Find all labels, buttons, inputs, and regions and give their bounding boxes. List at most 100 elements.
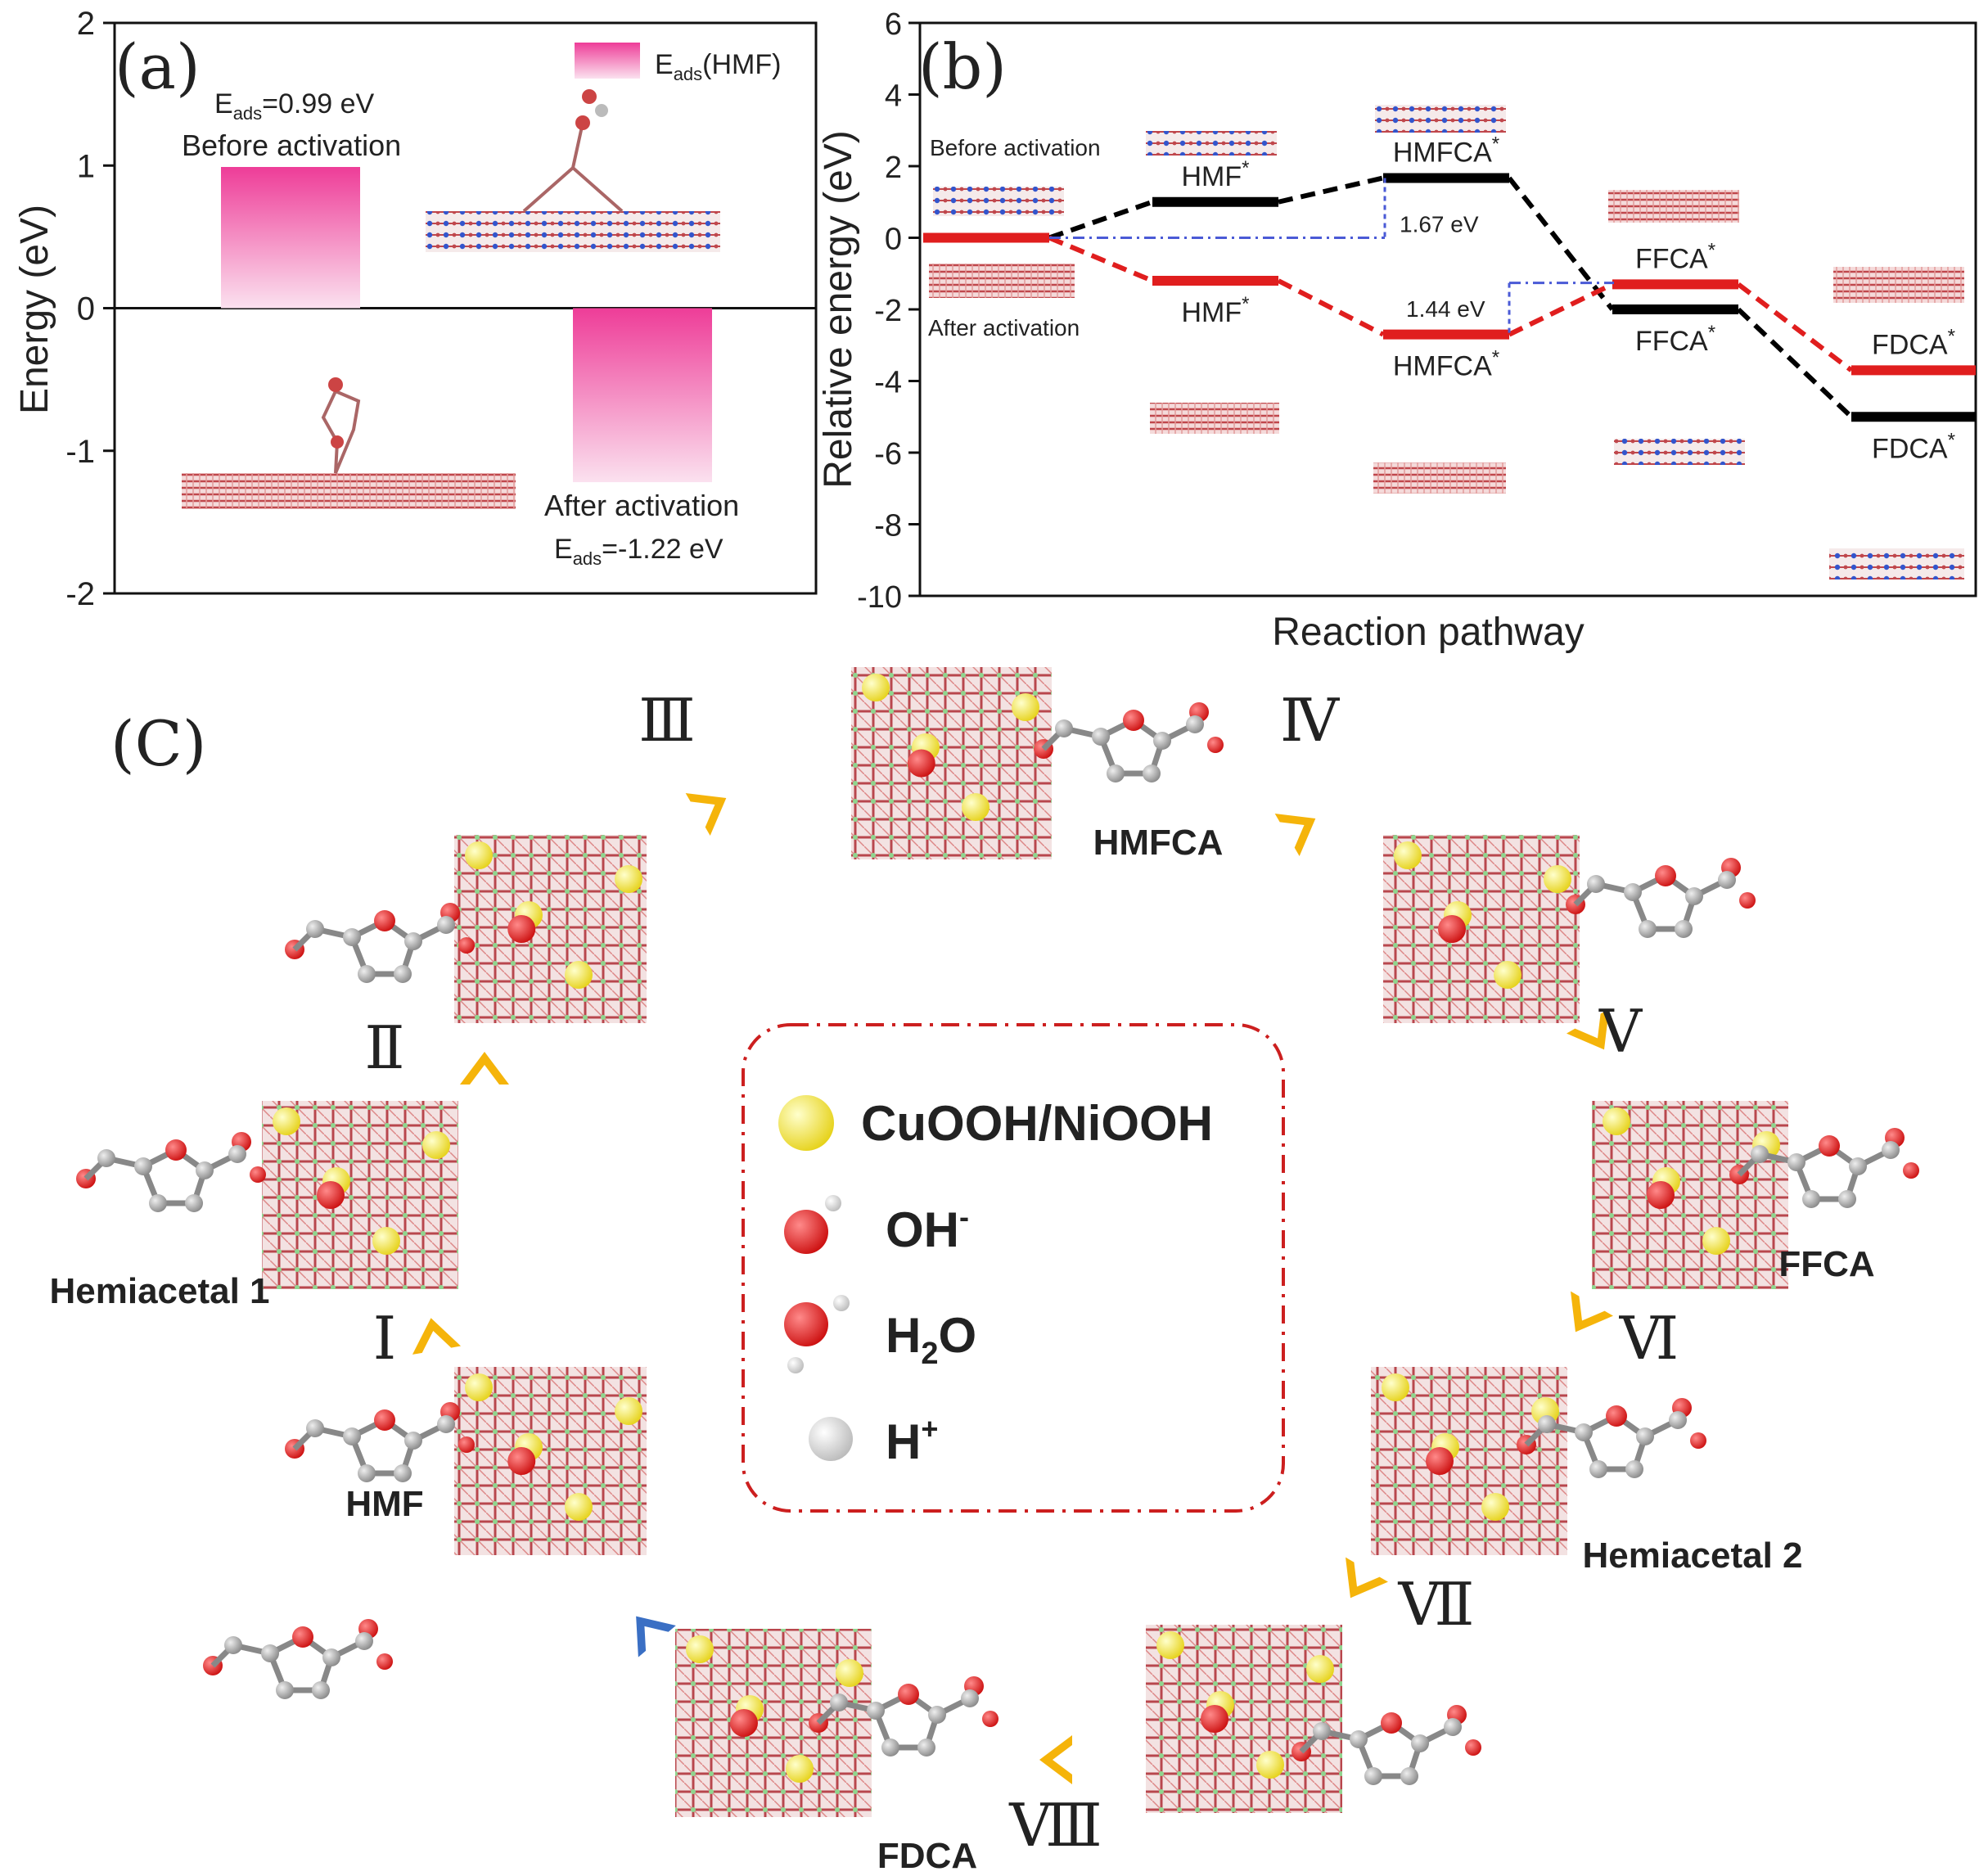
connector xyxy=(1048,235,1154,283)
panel-b-label: (b) xyxy=(918,30,1007,103)
y-tick-label: 6 xyxy=(885,7,902,42)
cuooh-atom xyxy=(422,1131,450,1159)
annotation: 1.67 eV xyxy=(1400,211,1479,237)
annotation-before-eads: Eads=0.99 eV xyxy=(214,88,375,124)
y-tick-label: 2 xyxy=(77,6,95,42)
cuooh-atom xyxy=(615,1397,642,1425)
cuooh-atom xyxy=(862,674,890,701)
cuooh-atom xyxy=(1012,693,1039,721)
cuooh-atom xyxy=(1481,1493,1509,1521)
cycle-chevron xyxy=(1571,1291,1613,1333)
oh-atom xyxy=(507,915,536,943)
level-label: FDCA* xyxy=(1872,429,1955,464)
panel-a-bar-chart: (a) 210-1-2 Energy (eV) Eads(HMF) Eads=0… xyxy=(13,6,818,612)
annotation-before-label: Before activation xyxy=(182,129,401,162)
legend-h: H+ xyxy=(886,1412,938,1469)
h-swatch xyxy=(809,1417,853,1461)
cuooh-atom xyxy=(1256,1751,1284,1779)
level-label: FFCA* xyxy=(1635,322,1715,357)
y-tick-label: 2 xyxy=(885,151,902,185)
step-label: Ⅷ xyxy=(1008,1791,1102,1860)
connector xyxy=(1507,176,1615,311)
cuooh-atom xyxy=(1156,1631,1184,1659)
cuooh-atom xyxy=(1544,865,1571,893)
cuooh-atom xyxy=(565,961,593,989)
y-tick-label: 0 xyxy=(77,291,95,327)
furan-molecule xyxy=(1292,1705,1481,1785)
y-tick-label: 1 xyxy=(77,148,95,184)
level-label: FFCA* xyxy=(1635,239,1715,274)
level-label: HMF* xyxy=(1182,293,1250,328)
legend-cuooh: CuOOH/NiOOH xyxy=(861,1096,1213,1151)
annotation: 1.44 eV xyxy=(1406,296,1485,322)
cuooh-atom xyxy=(1394,841,1422,869)
y-tick-label: -10 xyxy=(857,580,902,615)
y-tick-label: -1 xyxy=(65,434,95,470)
species-label: HMFCA xyxy=(1093,823,1224,863)
cuooh-atom xyxy=(372,1227,400,1255)
cycle-chevron xyxy=(1039,1735,1072,1784)
bar-after xyxy=(573,308,712,483)
inset-before-label: Before activation xyxy=(930,135,1101,160)
cycle-chevron xyxy=(1346,1557,1388,1599)
catalyst-slabs xyxy=(262,667,1788,1817)
panel-c-legend: CuOOH/NiOOH OH- H2O H+ xyxy=(742,1023,1285,1513)
cycle-chevron xyxy=(1567,1008,1609,1050)
annotation-after-label: After activation xyxy=(544,489,739,522)
furan-molecule xyxy=(1034,702,1224,782)
y-tick-label: -2 xyxy=(65,576,95,612)
panel-b-x-axis-label: Reaction pathway xyxy=(1272,611,1585,654)
cuooh-atom xyxy=(1702,1227,1730,1255)
species-label: Hemiacetal 1 xyxy=(49,1271,269,1311)
cuooh-swatch xyxy=(778,1095,834,1151)
furan-molecule xyxy=(1729,1128,1919,1208)
oh-atom xyxy=(1426,1447,1454,1475)
panel-a-legend: Eads(HMF) xyxy=(575,43,781,84)
cycle-chevron xyxy=(685,793,727,836)
legend-oh: OH- xyxy=(886,1200,969,1257)
connector xyxy=(1737,282,1853,372)
y-tick-label: -6 xyxy=(874,437,902,471)
structure-before-activation xyxy=(426,89,720,252)
cycle-chevron xyxy=(636,1616,676,1657)
oh-atom xyxy=(730,1709,758,1737)
species-label: FFCA xyxy=(1778,1244,1874,1284)
furan-molecule xyxy=(285,1402,475,1482)
cycle-chevron xyxy=(412,1318,462,1355)
cuooh-atom xyxy=(565,1493,593,1521)
connector xyxy=(1278,175,1384,205)
furan-molecule xyxy=(809,1676,999,1756)
y-tick-label: -2 xyxy=(874,294,902,328)
panel-c-label: (C) xyxy=(110,707,206,780)
cuooh-atom xyxy=(273,1107,300,1135)
connector xyxy=(1508,282,1614,337)
cuooh-atom xyxy=(962,793,990,821)
oh-atom xyxy=(507,1447,536,1475)
cuooh-atom xyxy=(615,865,642,893)
furan-molecule xyxy=(285,903,475,983)
legend-swatch xyxy=(575,43,640,79)
cuooh-atom xyxy=(1306,1655,1334,1683)
oh-atom xyxy=(317,1181,345,1209)
step-label: Ⅴ xyxy=(1598,997,1643,1066)
species-label: HMF xyxy=(345,1484,423,1524)
panel-b-y-axis-label: Relative energy (eV) xyxy=(817,130,860,489)
oh-swatch xyxy=(784,1210,828,1254)
cycle-arrows xyxy=(412,793,1613,1784)
legend-entry: Eads(HMF) xyxy=(655,49,781,84)
species-label: Hemiacetal 2 xyxy=(1582,1536,1802,1576)
connector xyxy=(1277,278,1385,337)
step-label: Ⅳ xyxy=(1280,686,1340,755)
level-label: FDCA* xyxy=(1872,325,1955,360)
furan-molecule xyxy=(1566,858,1756,938)
cuooh-atom xyxy=(786,1755,814,1783)
step-label: Ⅶ xyxy=(1398,1570,1475,1639)
furan-molecule xyxy=(1517,1398,1706,1478)
y-tick-label: -4 xyxy=(874,366,902,400)
cycle-chevron xyxy=(1274,814,1316,856)
panel-a-y-ticks: 2 1 0 -1 -2 xyxy=(65,6,115,612)
